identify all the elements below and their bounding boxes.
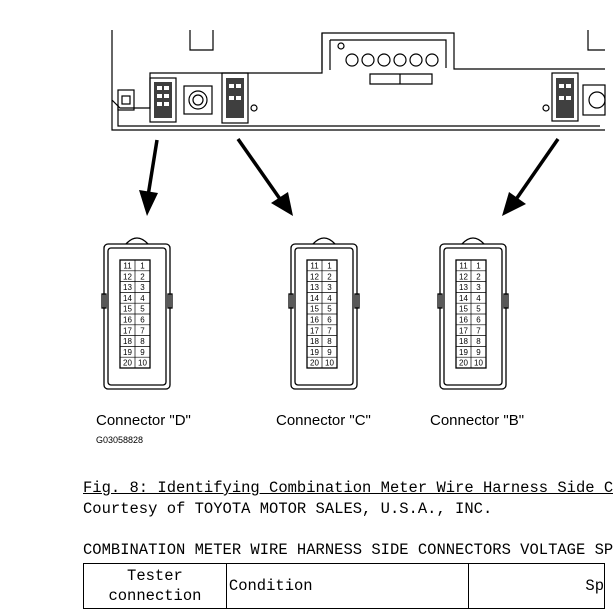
header-specified: Sp — [467, 563, 606, 609]
connector-b-pin-label: 14 — [459, 294, 468, 303]
connector-b-latch — [461, 237, 485, 245]
courtesy-line: Courtesy of TOYOTA MOTOR SALES, U.S.A., … — [83, 500, 493, 518]
connector-b-pin-label: 2 — [476, 272, 481, 281]
table-title: COMBINATION METER WIRE HARNESS SIDE CONN… — [83, 541, 613, 559]
connector-d-pin-label: 4 — [140, 294, 145, 303]
header-tester-connection: Tester connection — [83, 563, 227, 609]
connector-b-pin-label: 16 — [459, 316, 468, 325]
connector-c-pin-label: 5 — [327, 305, 332, 314]
connector-b-pin-label: 7 — [476, 326, 481, 335]
connector-d-pin-label: 9 — [140, 348, 145, 357]
connector-d-pin-label: 20 — [123, 359, 132, 368]
connector-c-pin-label: 20 — [310, 359, 319, 368]
connector-d-label: Connector "D" — [96, 412, 191, 429]
connector-c-pin-label: 11 — [310, 262, 319, 271]
connector-d-pin-label: 17 — [123, 326, 132, 335]
connector-d-inner — [107, 247, 167, 386]
connector-d-pin-label: 6 — [140, 316, 145, 325]
connector-c-pin-label: 15 — [310, 305, 319, 314]
connector-c-body — [290, 243, 358, 390]
connector-d-pin-label: 19 — [123, 348, 132, 357]
connector-b-label: Connector "B" — [430, 412, 525, 429]
connector-c-pin-label: 13 — [310, 283, 319, 292]
connector-b-pin-label: 6 — [476, 316, 481, 325]
connector-d-pin-label: 11 — [123, 262, 132, 271]
connector-d-key-right — [167, 293, 173, 309]
connector-c-pin-label: 19 — [310, 348, 319, 357]
header-condition: Condition — [225, 563, 469, 609]
voltage-spec-table: Tester connection Condition Sp — [83, 563, 606, 609]
connector-c-pin-label: 16 — [310, 316, 319, 325]
connector-d-pin-label: 2 — [140, 272, 145, 281]
connector-b-body — [439, 243, 507, 390]
connector-b-pin-label: 20 — [459, 359, 468, 368]
connector-b-key-right — [503, 293, 509, 309]
header-tester-line2: connection — [108, 587, 202, 605]
connector-c-key-right — [354, 293, 360, 309]
connector-d-pin-label: 7 — [140, 326, 145, 335]
connector-d-pin-label: 8 — [140, 337, 145, 346]
connector-c-pin-label: 17 — [310, 326, 319, 335]
connector-b-pin-label: 18 — [459, 337, 468, 346]
connector-c-label: Connector "C" — [276, 412, 371, 429]
connector-d-pin-label: 12 — [123, 272, 132, 281]
connector-d-pin-label: 16 — [123, 316, 132, 325]
connector-c-pin-label: 12 — [310, 272, 319, 281]
figure-caption: Fig. 8: Identifying Combination Meter Wi… — [83, 479, 613, 497]
connector-d-pin-label: 15 — [123, 305, 132, 314]
connector-b-pin-label: 12 — [459, 272, 468, 281]
table-header-row: Tester connection Condition Sp — [83, 563, 606, 609]
connector-c-pin-label: 6 — [327, 316, 332, 325]
connector-b-key-left — [437, 293, 443, 309]
connector-b-pin-label: 15 — [459, 305, 468, 314]
connector-b-pin-label: 9 — [476, 348, 481, 357]
connector-d-pin-label: 13 — [123, 283, 132, 292]
connector-c-pin-label: 1 — [327, 262, 332, 271]
connector-b-pin-label: 8 — [476, 337, 481, 346]
connector-d-latch — [125, 237, 149, 245]
connector-b-pin-label: 4 — [476, 294, 481, 303]
connector-c-pin-label: 3 — [327, 283, 332, 292]
connector-b-pin-label: 17 — [459, 326, 468, 335]
connector-b-pin-label: 3 — [476, 283, 481, 292]
connector-c-pin-label: 7 — [327, 326, 332, 335]
connector-b-pin-label: 10 — [474, 359, 483, 368]
connector-b-pin-label: 13 — [459, 283, 468, 292]
connector-c-inner — [294, 247, 354, 386]
connector-d-body — [103, 243, 171, 390]
connector-d-pin-label: 18 — [123, 337, 132, 346]
connector-b-pin-label: 11 — [459, 262, 468, 271]
connector-c-pin-label: 4 — [327, 294, 332, 303]
connector-c-key-left — [288, 293, 294, 309]
connector-d-key-left — [101, 293, 107, 309]
connector-b-pin-label: 1 — [476, 262, 481, 271]
connector-b-pin-label: 5 — [476, 305, 481, 314]
connector-b-inner — [443, 247, 503, 386]
connector-c-pin-label: 14 — [310, 294, 319, 303]
connector-c-pin-label: 9 — [327, 348, 332, 357]
connector-d-pin-label: 3 — [140, 283, 145, 292]
connector-c-latch — [312, 237, 336, 245]
header-tester-line1: Tester — [127, 567, 183, 585]
connector-c-pin-label: 18 — [310, 337, 319, 346]
connector-d-pin-label: 1 — [140, 262, 145, 271]
connector-b-pin-label: 19 — [459, 348, 468, 357]
connector-d-pin-label: 10 — [138, 359, 147, 368]
connector-d-pin-label: 14 — [123, 294, 132, 303]
connector-d-pin-label: 5 — [140, 305, 145, 314]
connector-c-pin-label: 8 — [327, 337, 332, 346]
connector-c-pin-label: 10 — [325, 359, 334, 368]
graphic-code: G03058828 — [96, 435, 144, 445]
connector-c-pin-label: 2 — [327, 272, 332, 281]
